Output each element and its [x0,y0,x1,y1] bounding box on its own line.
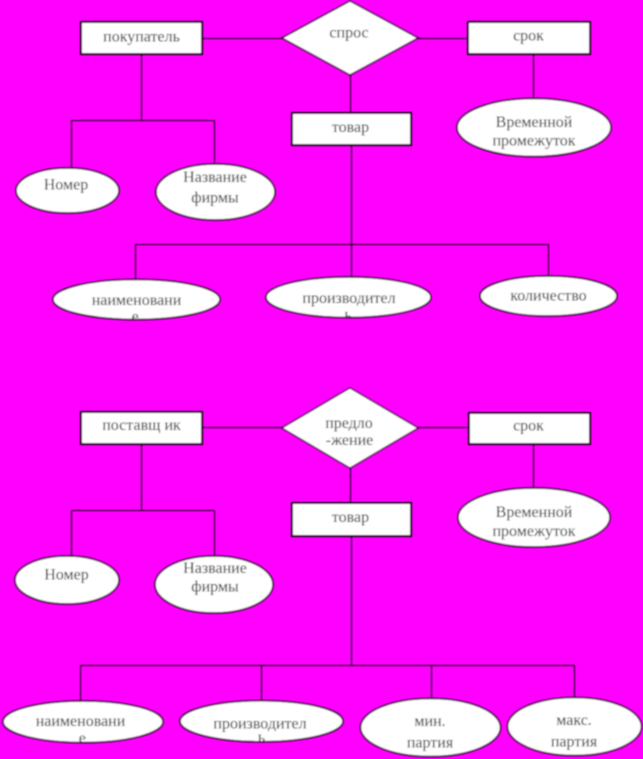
svg-text:партия: партия [407,734,454,751]
svg-text:спрос: спрос [329,24,368,41]
svg-text:наименовани: наименовани [36,713,126,730]
svg-text:ь: ь [344,307,351,324]
svg-text:производител: производител [213,716,306,733]
svg-text:фирмы: фирмы [191,579,239,596]
svg-text:предло: предло [325,415,373,432]
svg-text:промежуток: промежуток [492,523,575,540]
svg-text:срок: срок [513,28,544,45]
svg-text:ь: ь [258,729,265,746]
svg-text:Название: Название [183,169,247,186]
svg-text:товар: товар [332,119,369,136]
svg-text:поставщ ик: поставщ ик [102,417,181,434]
svg-text:производител: производител [302,290,395,307]
svg-text:-жение: -жение [326,432,374,449]
svg-text:промежуток: промежуток [492,132,575,149]
svg-text:е: е [79,730,86,747]
svg-text:макс.: макс. [556,712,592,729]
svg-text:партия: партия [551,734,598,751]
svg-text:фирмы: фирмы [191,190,239,207]
svg-text:Номер: Номер [44,176,88,193]
svg-text:Временной: Временной [496,504,573,521]
svg-text:срок: срок [513,417,544,434]
svg-text:наименовани: наименовани [92,292,182,309]
svg-text:покупатель: покупатель [103,29,180,46]
svg-text:е: е [132,309,139,326]
svg-text:Название: Название [183,560,247,577]
svg-text:количество: количество [510,288,586,305]
svg-text:мин.: мин. [414,713,445,730]
svg-text:Номер: Номер [44,566,88,583]
svg-text:товар: товар [332,509,369,526]
svg-text:Временной: Временной [496,114,573,131]
